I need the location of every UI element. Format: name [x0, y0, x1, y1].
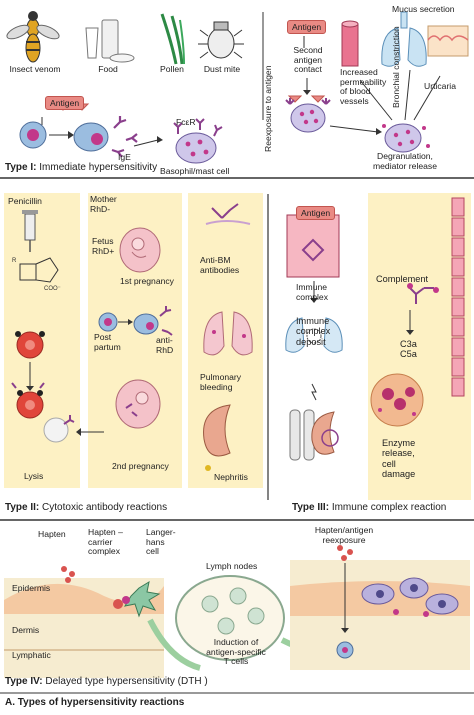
penicillin-label: Penicillin: [8, 196, 42, 206]
allergen-label-insect-venom: Insect venom: [9, 64, 61, 74]
hapten-label: Hapten: [38, 529, 66, 539]
kidney-deposit-icon: [311, 411, 339, 455]
reexposure-drops-icon: [337, 545, 353, 561]
lysis-label: Lysis: [24, 471, 44, 481]
type3-title: Type III: Immune complex reaction: [292, 502, 447, 513]
type1-title: Type I: Immediate hypersensitivity: [5, 162, 158, 173]
joint-icon: [289, 409, 315, 461]
food-icon: [85, 19, 135, 63]
complement-complex-icon: [407, 283, 439, 304]
rhd-rbc-icon: [98, 306, 173, 336]
anti-rhd-label: anti- RhD: [156, 335, 174, 355]
reexposure-t4-label: Hapten/antigen reexposure: [314, 525, 374, 545]
second-pregnancy-label: 2nd pregnancy: [112, 461, 169, 471]
allergen-label-dust-mite: Dust mite: [203, 64, 241, 74]
hapten-drops-icon: [61, 566, 75, 583]
langerhans-label: Langer- hans cell: [146, 527, 176, 557]
degranulating-mast-cell-icon: [382, 123, 430, 153]
fetus-label: Fetus RhD+: [92, 236, 115, 256]
c3a-label: C3a: [400, 339, 417, 349]
uterus-fetus-icon: [119, 227, 161, 273]
penicillin-structure-icon: R COO⁻: [12, 257, 61, 292]
lymph-node-icon: [175, 575, 285, 661]
vessel-wall-icon: [451, 197, 465, 397]
ige-antibodies-icon: [111, 116, 138, 158]
complement-label: Complement: [376, 274, 429, 284]
naive-b-cell-icon: [19, 121, 47, 149]
lymphatic-label: Lymphatic: [12, 650, 51, 660]
allergen-label-food: Food: [98, 64, 118, 74]
lungs-deposit-icon: [285, 317, 343, 353]
reexposure-label: Reexposure to antigen: [263, 65, 273, 152]
first-pregnancy-label: 1st pregnancy: [120, 276, 174, 286]
second-pregnancy-icon: [115, 379, 161, 429]
antigen-badge-second: Antigen: [287, 20, 327, 34]
induction-label: Induction of antigen-specific T cells: [206, 637, 266, 667]
insect-icon: [6, 11, 60, 63]
enzyme-release-label: Enzyme release, cell damage: [382, 438, 416, 479]
urticaria-label: Urticaria: [424, 81, 456, 91]
neutrophil-icon: [370, 373, 424, 427]
lymph-nodes-label: Lymph nodes: [206, 561, 258, 571]
permeability-label: Increased permeability of blood vessels: [340, 67, 387, 106]
blood-vessel-immune-complex-icon: [286, 214, 340, 278]
kidney-icon: [203, 404, 231, 471]
sensitized-mast-cell-icon: [285, 98, 331, 133]
urticaria-skin-icon: [427, 25, 469, 57]
antigen-badge: Antigen: [45, 96, 85, 110]
degranulation-label: Degranulation, mediator release: [372, 151, 437, 171]
syringe-icon: [22, 210, 38, 252]
carrier-complex-label: Hapten – carrier complex: [88, 527, 123, 557]
lung-bleeding-icon: [203, 311, 253, 356]
basement-membrane-icon: [205, 203, 251, 225]
type3-antigen-badge: Antigen: [296, 206, 336, 220]
dermis-label: Dermis: [12, 625, 40, 635]
bronchial-label: Bronchial constriction: [391, 26, 401, 108]
rbc-with-drug-icon: [15, 331, 45, 359]
epidermis-label: Epidermis: [12, 583, 51, 593]
anti-bm-label: Anti-BM antibodies: [200, 255, 240, 275]
type4-title: Type IV: Delayed type hypersensitivity (…: [5, 676, 208, 687]
rbc-antibody-coated-icon: [11, 382, 45, 419]
blood-vessel-icon: [341, 20, 359, 67]
pollen-icon: [160, 13, 185, 65]
c5a-label: C5a: [400, 349, 417, 359]
pulmonary-bleeding-label: Pulmonary bleeding: [200, 372, 242, 392]
type2-title: Type II: Cytotoxic antibody reactions: [5, 502, 168, 513]
figure-caption: A. Types of hypersensitivity reactions: [5, 697, 185, 708]
dust-mite-icon: [198, 21, 244, 59]
langerhans-cell-icon: [123, 580, 161, 618]
nephritis-label: Nephritis: [214, 472, 248, 482]
allergen-label-pollen: Pollen: [160, 64, 184, 74]
plasma-cell-icon: [73, 122, 109, 152]
mother-label: Mother RhD-: [90, 194, 117, 214]
carrier-complex-icon: [113, 596, 130, 609]
lysed-rbc-icon: [43, 415, 75, 443]
macrophage-cluster-icon: [361, 577, 459, 617]
lungs-icon: [381, 11, 427, 67]
ige-label: IgE: [118, 152, 131, 162]
fcer-label: FcεR: [176, 117, 196, 127]
post-partum-label: Post partum: [94, 332, 121, 352]
basophil-label: Basophil/mast cell: [160, 166, 230, 176]
basophil-mast-cell-icon: [173, 118, 223, 164]
mucus-label: Mucus secretion: [392, 4, 455, 14]
svg-text:COO⁻: COO⁻: [44, 286, 61, 292]
immune-complex-deposit-label: Immune complex deposit: [296, 316, 331, 347]
second-contact-label: Second antigen contact: [293, 45, 323, 75]
t-cell-icon: [336, 641, 354, 659]
immune-complex-label: Immune complex: [296, 282, 328, 302]
svg-text:R: R: [12, 258, 17, 264]
